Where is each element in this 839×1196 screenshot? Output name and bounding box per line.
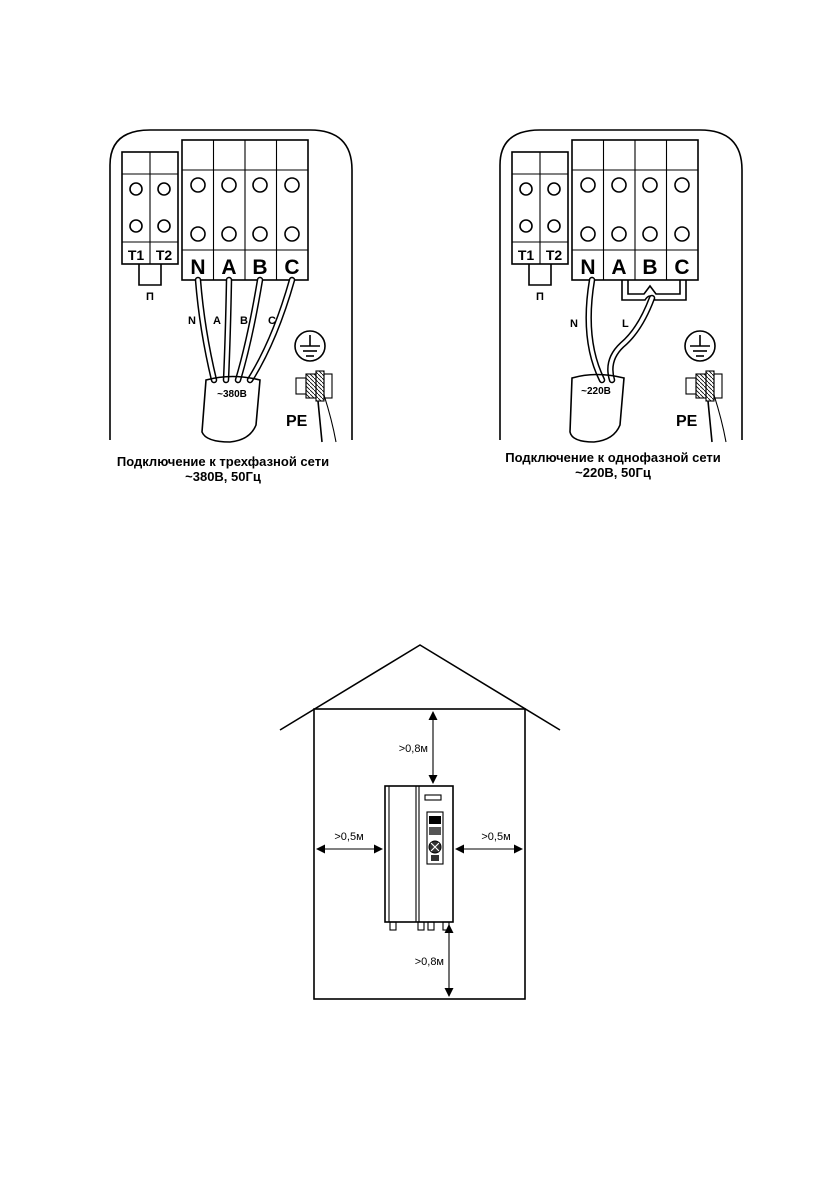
terminal-t1-label: T1 — [128, 247, 145, 263]
boiler-housing-outline — [499, 129, 743, 440]
three-phase-wiring-diagram: T1 T2 П N A B C — [109, 129, 353, 443]
pipe-fitting — [417, 921, 425, 931]
ground-symbol-icon — [684, 330, 716, 362]
jumper-label: П — [146, 291, 154, 303]
clearance-bottom-label: >0,8м — [415, 956, 444, 968]
cable-voltage-label: ~380В — [217, 389, 247, 400]
wire-label-c: C — [268, 315, 276, 327]
terminal-b-label: B — [642, 256, 657, 279]
jumper-label: П — [536, 291, 544, 303]
terminal-t1-label: T1 — [518, 247, 535, 263]
brand-badge-icon — [424, 794, 442, 801]
pipe-fitting — [442, 921, 450, 931]
terminal-n-label: N — [190, 256, 205, 279]
pe-terminal-bolt — [295, 370, 333, 443]
bridge-jumper-inner — [627, 280, 681, 295]
terminal-b-label: B — [252, 256, 267, 279]
caption-three-phase-line1: Подключение к трехфазной сети — [117, 454, 329, 469]
pe-label: PE — [286, 413, 308, 430]
power-cable — [201, 375, 261, 443]
house-roof — [279, 644, 561, 731]
power-terminal-block: N A B C — [181, 139, 309, 281]
wire-label-n: N — [570, 318, 578, 330]
caption-single-phase-line2: ~220В, 50Гц — [575, 465, 651, 480]
clearance-top-label: >0,8м — [399, 743, 428, 755]
ground-symbol-icon — [294, 330, 326, 362]
pe-label: PE — [676, 413, 698, 430]
wire-label-l: L — [622, 318, 629, 330]
ground-wire — [713, 394, 727, 443]
terminal-t2-label: T2 — [546, 247, 563, 263]
caption-three-phase-line2: ~380В, 50Гц — [185, 469, 261, 484]
control-terminal-block: T1 T2 — [121, 151, 179, 265]
terminal-n-label: N — [580, 256, 595, 279]
boiler-housing-outline — [109, 129, 353, 440]
jumper — [138, 264, 162, 286]
terminal-t2-label: T2 — [156, 247, 173, 263]
control-panel — [426, 811, 444, 865]
jumper — [528, 264, 552, 286]
terminal-a-label: A — [611, 256, 626, 279]
wire-label-a: A — [213, 315, 221, 327]
control-terminal-block: T1 T2 — [511, 151, 569, 265]
single-phase-wiring-diagram: T1 T2 П N A B C — [499, 129, 743, 443]
pipe-fitting — [427, 921, 435, 931]
terminal-c-label: C — [674, 256, 689, 279]
power-cable — [569, 373, 625, 443]
installation-clearance-diagram: >0,8м >0,5м >0,5м >0,8м — [279, 644, 561, 1000]
wire-label-b: B — [240, 315, 248, 327]
room-outline — [313, 708, 526, 1000]
terminal-a-label: A — [221, 256, 236, 279]
power-terminal-block: N A B C — [571, 139, 699, 281]
pe-terminal-bolt — [685, 370, 723, 443]
ground-wire — [323, 394, 337, 443]
pipe-fitting — [389, 921, 397, 931]
terminal-c-label: C — [284, 256, 299, 279]
boiler-unit — [384, 785, 454, 931]
clearance-left-label: >0,5м — [334, 831, 363, 843]
three-phase-wires — [194, 276, 296, 384]
clearance-right-label: >0,5м — [481, 831, 510, 843]
cable-voltage-label: ~220В — [581, 386, 611, 397]
wire-label-n: N — [188, 315, 196, 327]
single-phase-wires — [585, 276, 656, 384]
caption-single-phase-line1: Подключение к однофазной сети — [505, 450, 721, 465]
